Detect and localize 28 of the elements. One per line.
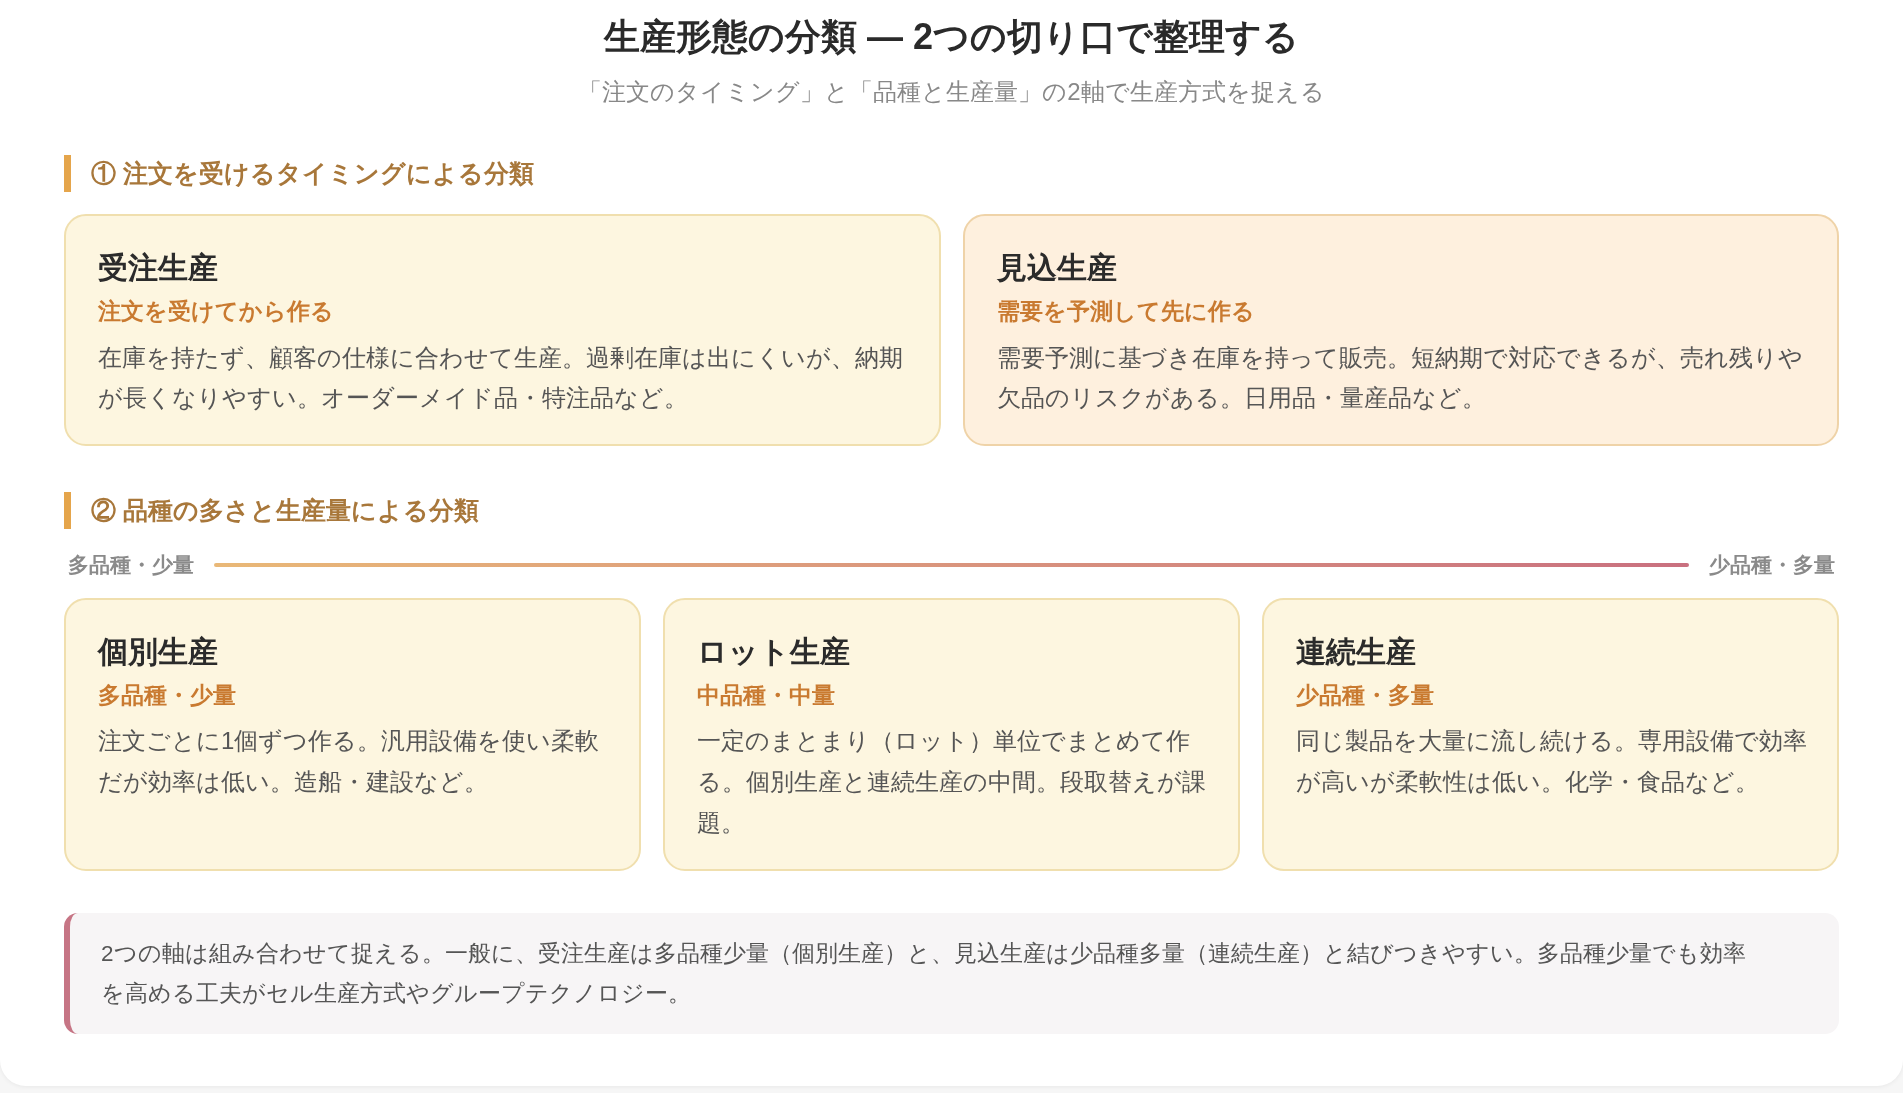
scale-end-label: 少品種・多量 <box>1709 552 1836 579</box>
card-title: 受注生産 <box>98 249 219 286</box>
scale-end-label: 多品種・少量 <box>67 552 194 579</box>
card-subtitle: 注文を受けてから作る <box>98 297 335 326</box>
card-description: 在庫を持たず、顧客の仕様に合わせて生産。過剰在庫は出にくいが、納期が長くなりやすい。オーダーメイド品・特注品など。 <box>98 342 904 414</box>
card-description: 注文ごとに1個ずつ作る。汎用設備を使い柔軟だが効率は低い。造船・建設など。 <box>98 726 601 798</box>
category-card <box>64 597 641 871</box>
note-text: 2つの軸は組み合わせて捉える。一般に、受注生産は多品種少量（個別生産）と、見込生産は少品種多量（連続生産）と結びつきやすい。多品種少量でも効率を高める工夫がセル生産方式やグループテクノロジー。 <box>101 939 1747 1009</box>
card-subtitle: 少品種・多量 <box>1296 681 1435 710</box>
category-card <box>64 213 941 447</box>
note-box <box>64 912 1839 1034</box>
card-title: 見込生産 <box>996 249 1118 286</box>
card-subtitle: 多品種・少量 <box>98 681 237 710</box>
category-card <box>1262 597 1839 871</box>
section-heading: ② 品種の多さと生産量による分類 <box>91 495 479 527</box>
card-subtitle: 中品種・中量 <box>697 681 836 710</box>
card-subtitle: 需要を予測して先に作る <box>996 297 1256 326</box>
card-title: 個別生産 <box>98 633 219 670</box>
diagram-title: 生産形態の分類 — 2つの切り口で整理する <box>602 15 1300 59</box>
card-description: 需要予測に基づき在庫を持って販売。短納期で対応できるが、売れ残りや欠品のリスクがある。日用品・量産品など。 <box>996 342 1804 414</box>
card-description: 同じ製品を大量に流し続ける。専用設備で効率が高いが柔軟性は低い。化学・食品など。 <box>1296 726 1808 798</box>
category-card <box>663 597 1240 871</box>
section-heading: ① 注文を受けるタイミングによる分類 <box>91 158 534 190</box>
category-card <box>962 213 1839 447</box>
card-title: 連続生産 <box>1296 633 1417 670</box>
card-description: 一定のまとまり（ロット）単位でまとめて作る。個別生産と連続生産の中間。段取替えが課題。 <box>697 726 1207 838</box>
card-title: ロット生産 <box>697 633 851 670</box>
diagram-subtitle: 「注文のタイミング」と「品種と生産量」の2軸で生産方式を捉える <box>577 76 1326 107</box>
